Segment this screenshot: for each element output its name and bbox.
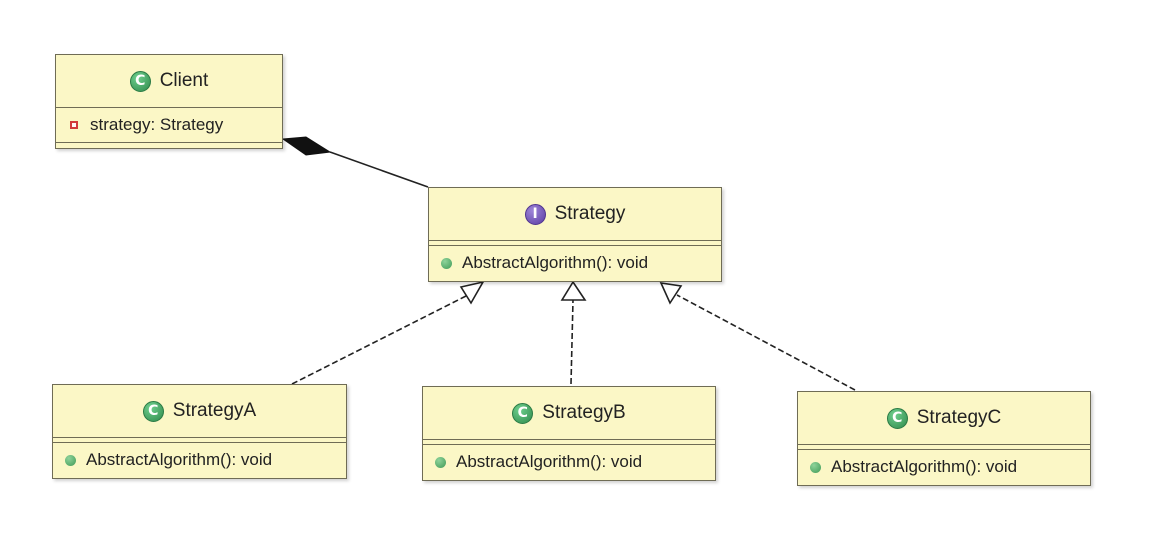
compartment-separator (798, 449, 1090, 450)
interface-name: Strategy (554, 203, 626, 224)
class-name: StrategyC (916, 407, 1002, 428)
operation-row: AbstractAlgorithm(): void (798, 450, 1090, 484)
compartment-separator (429, 245, 721, 246)
class-name: Client (159, 70, 209, 91)
class-c-icon: C (886, 407, 908, 429)
strategy-c-class-box[interactable]: C StrategyC AbstractAlgorithm(): void (797, 391, 1091, 486)
realization-arrowhead-b (560, 280, 587, 301)
composition-diamond (281, 136, 332, 156)
compartment-separator (53, 442, 346, 443)
class-name: StrategyB (542, 402, 626, 423)
compartment-separator (423, 444, 715, 445)
compartment-separator (423, 439, 715, 440)
realization-line-a (291, 294, 469, 385)
compartment-separator (56, 142, 282, 143)
class-c-icon: C (512, 402, 534, 424)
realization-arrowhead-c (659, 281, 683, 305)
public-visibility-icon (441, 257, 452, 269)
interface-header: I Strategy (429, 188, 721, 240)
compartment-separator (798, 444, 1090, 445)
class-name: StrategyA (172, 400, 257, 421)
class-c-icon: C (142, 400, 164, 422)
operation-text: AbstractAlgorithm(): void (831, 457, 1018, 476)
operation-row: AbstractAlgorithm(): void (53, 443, 346, 477)
class-c-icon: C (129, 70, 151, 92)
realization-line-c (676, 294, 856, 391)
class-header: C Client (56, 55, 282, 107)
compartment-separator (53, 437, 346, 438)
strategy-a-class-box[interactable]: C StrategyA AbstractAlgorithm(): void (52, 384, 347, 479)
operation-row: AbstractAlgorithm(): void (429, 246, 721, 280)
strategy-b-class-box[interactable]: C StrategyB AbstractAlgorithm(): void (422, 386, 716, 481)
operation-text: AbstractAlgorithm(): void (456, 452, 643, 471)
strategy-interface-box[interactable]: I Strategy AbstractAlgorithm(): void (428, 187, 722, 282)
attribute-row: strategy: Strategy (56, 108, 282, 142)
compartment-separator (56, 107, 282, 108)
private-visibility-icon (70, 121, 78, 129)
public-visibility-icon (810, 461, 821, 473)
operation-text: AbstractAlgorithm(): void (462, 253, 649, 272)
operation-text: AbstractAlgorithm(): void (86, 450, 273, 469)
class-header: C StrategyC (798, 392, 1090, 444)
realization-line-b (570, 299, 574, 385)
class-header: C StrategyA (53, 385, 346, 437)
public-visibility-icon (435, 456, 446, 468)
compartment-separator (429, 240, 721, 241)
operation-row: AbstractAlgorithm(): void (423, 445, 715, 479)
client-class-box[interactable]: C Client strategy: Strategy (55, 54, 283, 149)
interface-i-icon: I (524, 203, 546, 225)
realization-arrowhead-a (459, 280, 485, 305)
class-header: C StrategyB (423, 387, 715, 439)
attribute-text: strategy: Strategy (90, 115, 224, 134)
composition-line (329, 151, 429, 188)
public-visibility-icon (65, 454, 76, 466)
